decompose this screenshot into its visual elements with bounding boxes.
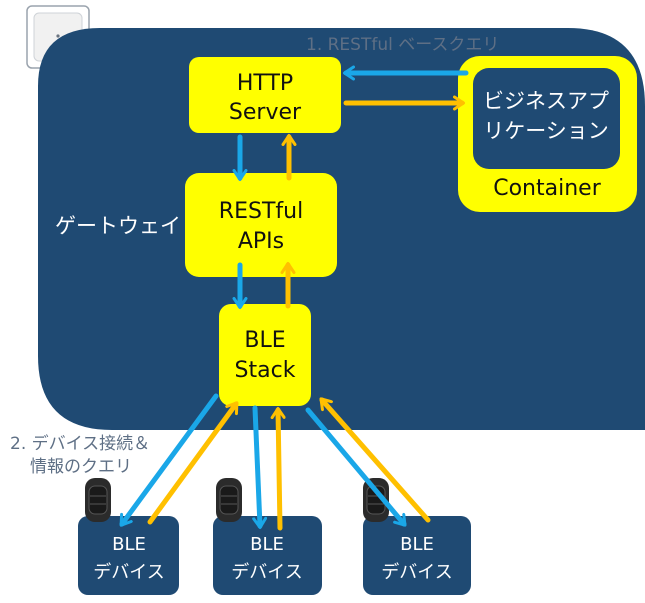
http-server-box <box>189 57 341 133</box>
gateway-label: ゲートウェイ <box>55 214 181 238</box>
ble-device-2: BLE デバイス <box>213 516 322 595</box>
fitness-band-icon <box>216 478 242 522</box>
ble-stack-box <box>219 304 311 406</box>
business-app-label-line2: リケーション <box>483 119 609 143</box>
fitness-band-icon <box>85 478 111 522</box>
ble-stack-label-line1: BLE <box>244 328 285 353</box>
ble-device-1: BLE デバイス <box>78 516 179 595</box>
restful-apis-label-line1: RESTful <box>219 199 303 224</box>
container-label: Container <box>493 176 601 201</box>
ble-device-3-label-line2: デバイス <box>381 562 452 583</box>
device-query-annotation-line2: 情報のクエリ <box>30 457 132 477</box>
restful-query-annotation: 1. RESTful ベースクエリ <box>306 35 499 55</box>
arrow-stack-to-device-3 <box>305 407 407 527</box>
restful-apis-label-line2: APIs <box>238 229 284 254</box>
ble-device-2-label-line2: デバイス <box>231 562 302 583</box>
restful-apis-box <box>185 173 337 277</box>
ble-device-2-label-line1: BLE <box>250 534 284 555</box>
ble-device-1-label-line1: BLE <box>112 534 146 555</box>
ble-stack-label-line2: Stack <box>235 358 296 383</box>
http-server-label-line1: HTTP <box>237 71 293 96</box>
arrow-device-2-to-stack <box>270 407 286 531</box>
ble-device-1-label-line2: デバイス <box>93 562 164 583</box>
arrow-stack-to-device-1 <box>119 393 219 527</box>
device-query-annotation-line1: 2. デバイス接続＆ <box>10 433 150 454</box>
business-app-box <box>473 68 620 169</box>
ble-device-3-label-line1: BLE <box>400 534 434 555</box>
arrow-device-1-to-stack <box>147 401 239 525</box>
ble-device-3: BLE デバイス <box>363 516 471 595</box>
business-app-label-line1: ビジネスアプ <box>483 89 609 113</box>
arrow-device-3-to-stack <box>319 397 431 523</box>
arrow-stack-to-device-2 <box>252 405 268 529</box>
http-server-label-line2: Server <box>229 100 302 125</box>
